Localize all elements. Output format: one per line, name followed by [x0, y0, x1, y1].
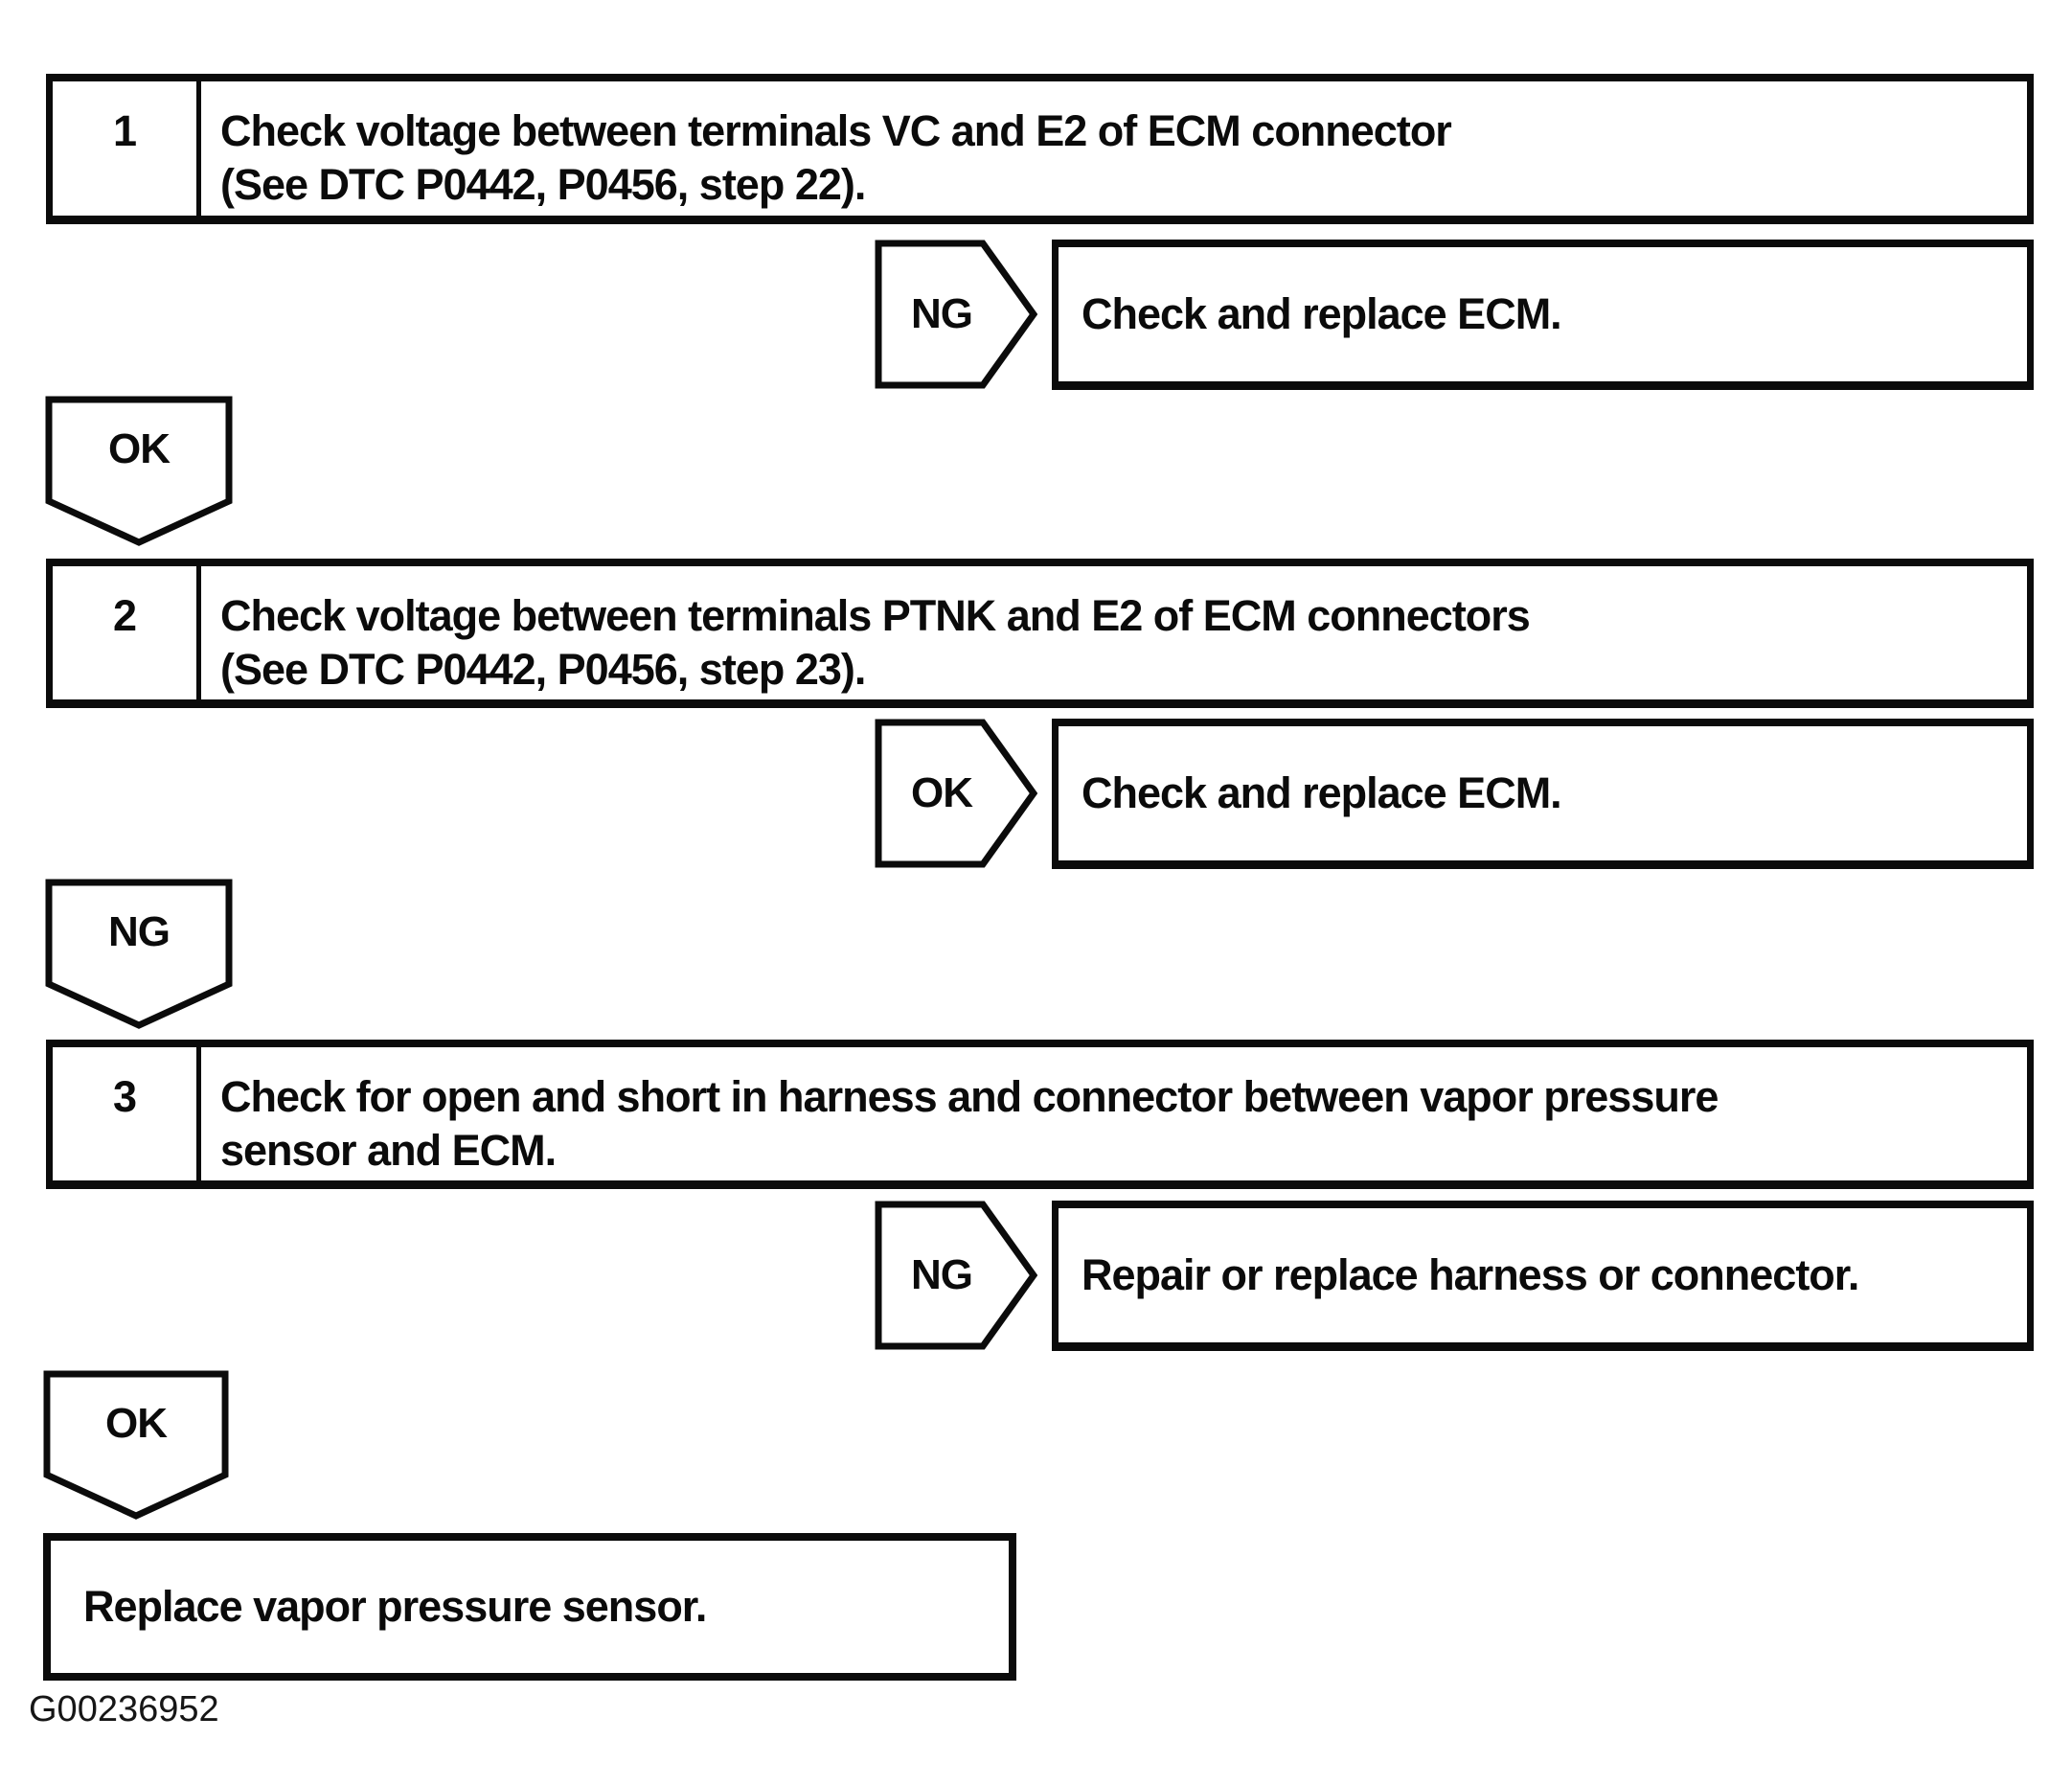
step-2-line-2: (See DTC P0442, P0456, step 23).	[220, 645, 866, 694]
step-2-line-1: Check voltage between terminals PTNK and…	[220, 591, 1531, 640]
step-2-result-box: Check and replace ECM.	[1052, 719, 2034, 869]
step-1-description: Check voltage between terminals VC and E…	[201, 81, 2027, 216]
final-action-box: Replace vapor pressure sensor.	[43, 1533, 1016, 1681]
final-action-text: Replace vapor pressure sensor.	[83, 1582, 707, 1631]
step-2-continue-label: NG	[108, 908, 171, 955]
step-2-result-text: Check and replace ECM.	[1082, 768, 1562, 817]
step-2-branch-pentagon: OK	[875, 719, 1037, 868]
step-2-description: Check voltage between terminals PTNK and…	[201, 566, 2027, 699]
step-1-branch-label: NG	[911, 290, 973, 337]
step-3-branch-pentagon: NG	[875, 1201, 1037, 1350]
step-1-continue-label: OK	[108, 425, 171, 472]
step-2-continue-pentagon: NG	[45, 879, 233, 1030]
right-arrow-pentagon-icon	[875, 719, 1037, 868]
step-3-line-2: sensor and ECM.	[220, 1126, 557, 1175]
step-3-continue-label: OK	[105, 1400, 168, 1447]
step-3-continue-pentagon: OK	[43, 1370, 229, 1521]
down-arrow-pentagon-icon	[45, 879, 233, 1029]
step-1-result-text: Check and replace ECM.	[1082, 289, 1562, 338]
step-1-line-2: (See DTC P0442, P0456, step 22).	[220, 160, 866, 209]
step-1-number: 1	[53, 81, 201, 216]
step-2-branch-label: OK	[911, 769, 973, 816]
step-1-box: 1 Check voltage between terminals VC and…	[46, 74, 2034, 224]
down-arrow-pentagon-icon	[45, 396, 233, 546]
step-2-box: 2 Check voltage between terminals PTNK a…	[46, 559, 2034, 708]
step-3-number: 3	[53, 1047, 201, 1180]
step-1-continue-pentagon: OK	[45, 396, 233, 547]
figure-id: G00236952	[29, 1689, 219, 1729]
right-arrow-pentagon-icon	[875, 240, 1037, 389]
step-3-description: Check for open and short in harness and …	[201, 1047, 2027, 1180]
step-3-result-text: Repair or replace harness or connector.	[1082, 1250, 1859, 1299]
step-1-result-box: Check and replace ECM.	[1052, 240, 2034, 390]
step-3-branch-label: NG	[911, 1251, 973, 1298]
right-arrow-pentagon-icon	[875, 1201, 1037, 1350]
step-3-line-1: Check for open and short in harness and …	[220, 1072, 1719, 1121]
step-3-result-box: Repair or replace harness or connector.	[1052, 1201, 2034, 1351]
step-1-branch-pentagon: NG	[875, 240, 1037, 389]
step-3-box: 3 Check for open and short in harness an…	[46, 1040, 2034, 1189]
step-1-line-1: Check voltage between terminals VC and E…	[220, 106, 1452, 155]
down-arrow-pentagon-icon	[43, 1370, 229, 1520]
step-2-number: 2	[53, 566, 201, 699]
